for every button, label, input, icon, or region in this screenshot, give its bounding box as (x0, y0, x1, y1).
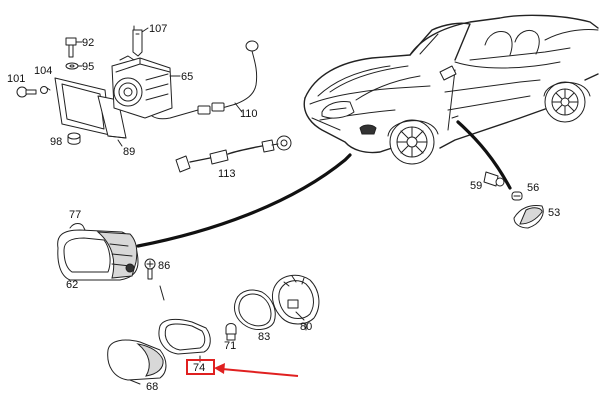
side-marker-lens-53 (513, 205, 544, 229)
wiring-harness-110 (151, 40, 259, 120)
screw-101 (16, 86, 37, 98)
label-89: 89 (123, 146, 135, 158)
lens-68 (107, 339, 167, 381)
cable-113 (175, 135, 292, 173)
label-113: 113 (218, 168, 236, 180)
spacer-98 (67, 132, 81, 145)
gasket-frame-74 (158, 318, 211, 355)
label-53: 53 (548, 207, 560, 219)
label-110: 110 (240, 108, 258, 120)
label-80: 80 (300, 321, 312, 333)
washer-95 (65, 62, 79, 70)
highlight-arrow-shaft (221, 368, 299, 377)
label-71: 71 (224, 340, 236, 352)
label-107: 107 (149, 23, 167, 35)
label-101: 101 (7, 73, 25, 85)
highlight-annotation (186, 359, 299, 377)
label-83: 83 (258, 331, 270, 343)
fog-lamp-62 (57, 229, 139, 281)
bulb-socket-59 (483, 171, 505, 187)
label-86: 86 (158, 260, 170, 272)
label-65: 65 (181, 71, 193, 83)
lamp-housing-80 (271, 274, 320, 325)
bulb-56 (511, 191, 523, 201)
bolt-92 (65, 37, 77, 58)
headlamp-unit-65 (111, 55, 173, 119)
label-68: 68 (146, 381, 158, 393)
nut-104 (40, 86, 48, 94)
car-illustration (303, 14, 599, 165)
highlight-arrow-head (214, 363, 225, 374)
screw-86 (144, 258, 156, 280)
label-62: 62 (66, 279, 78, 291)
label-59: 59 (470, 180, 482, 192)
label-95: 95 (82, 61, 94, 73)
label-104: 104 (34, 65, 52, 77)
label-56: 56 (527, 182, 539, 194)
gasket-83 (233, 289, 276, 330)
label-98: 98 (50, 136, 62, 148)
bracket-107 (132, 29, 143, 57)
leader-line-fog-lamp (136, 153, 352, 248)
leader-line-side-marker (456, 120, 512, 190)
part-labels: 107 92 95 101 104 65 110 98 89 113 77 86… (7, 23, 560, 393)
bulb-71 (225, 323, 237, 341)
label-74: 74 (193, 362, 205, 374)
highlight-box (186, 359, 215, 375)
label-92: 92 (82, 37, 94, 49)
label-77: 77 (69, 209, 81, 221)
